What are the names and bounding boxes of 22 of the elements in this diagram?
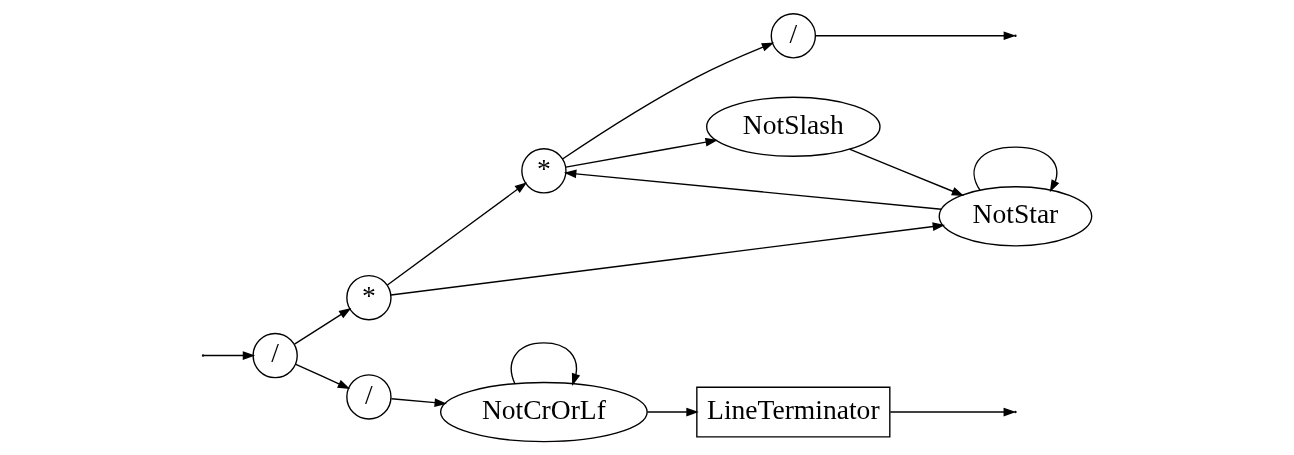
arrow [510, 342, 581, 386]
arrow [203, 351, 256, 360]
arrow [848, 148, 965, 196]
arrow [565, 137, 718, 168]
node-box: LineTerminator [696, 386, 891, 438]
arrow [889, 407, 1016, 417]
node-circle: / [770, 13, 817, 59]
arrow [563, 169, 943, 210]
arrow [390, 222, 946, 296]
arrow [293, 307, 352, 345]
arrow [561, 42, 775, 160]
arrow [973, 146, 1060, 193]
node-ellipse: NotCrOrLf [439, 381, 648, 443]
node-circle: / [252, 332, 298, 379]
arrow [646, 407, 699, 417]
arrow [815, 31, 1017, 41]
node-circle: * [346, 274, 392, 321]
arrow [386, 182, 528, 286]
node-circle: * [521, 148, 567, 194]
arrow [295, 363, 351, 389]
node-circle: / [346, 374, 392, 420]
arrow [390, 398, 447, 407]
